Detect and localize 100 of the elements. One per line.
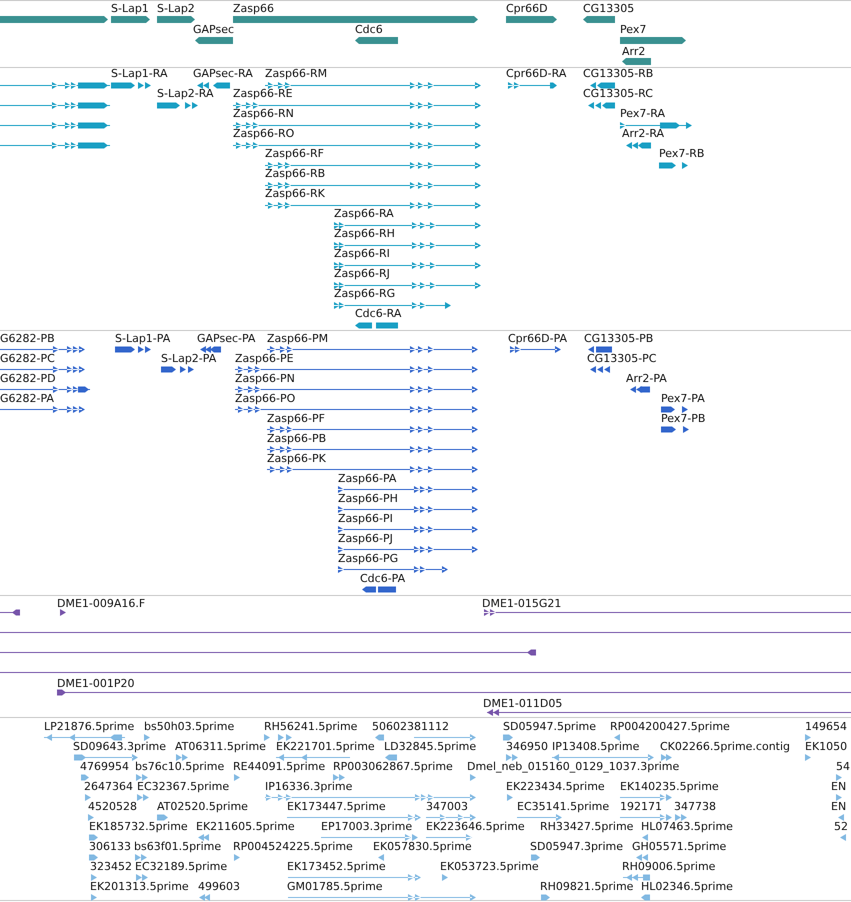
gene-label: Pex7	[620, 24, 646, 35]
est-label: EC32367.5prime	[137, 781, 230, 792]
transcript-label: Zasp66-RE	[233, 88, 293, 99]
transcript-label: CG13305-RC	[583, 88, 653, 99]
protein-label: G6282-PD	[0, 373, 56, 384]
protein-label: Zasp66-PE	[235, 353, 294, 364]
est-label: CK02266.5prime.contig	[660, 741, 790, 752]
est-label: EP17003.3prime	[321, 821, 412, 832]
est-label: EC32189.5prime	[135, 861, 228, 872]
est-label: 323452	[90, 861, 132, 872]
transcript-label: Zasp66-RF	[265, 148, 324, 159]
protein-label: Cdc6-PA	[360, 573, 406, 584]
est-label: EK221701.5prime	[276, 741, 375, 752]
est-label: 4520528	[88, 801, 137, 812]
protein-label: CG13305-PB	[584, 333, 654, 344]
clone-label: DME1-001P20	[57, 678, 135, 689]
transcript-label: Zasp66-RK	[265, 188, 325, 199]
protein-label: Zasp66-PB	[267, 433, 326, 444]
est-label: AT02520.5prime	[157, 801, 248, 812]
est-label: RE44091.5prime	[233, 761, 326, 772]
transcript-label: GAPsec-RA	[193, 68, 253, 79]
est-label: EK140235.5prime	[620, 781, 719, 792]
est-label: IP13408.5prime	[552, 741, 640, 752]
clone-label: DME1-011D05	[483, 698, 562, 709]
est-label: EN	[831, 781, 846, 792]
protein-label: Zasp66-PN	[235, 373, 295, 384]
transcript-label: Zasp66-RM	[265, 68, 328, 79]
gene-label: Arr2	[622, 46, 646, 57]
est-label: EK211605.5prime	[196, 821, 295, 832]
protein-label: Zasp66-PK	[267, 453, 326, 464]
protein-label: Zasp66-PM	[267, 333, 328, 344]
protein-label: G6282-PA	[0, 393, 54, 404]
transcript-label: Zasp66-RG	[334, 288, 396, 299]
gene-label: Cdc6	[355, 24, 383, 35]
protein-label: S-Lap1-PA	[115, 333, 170, 344]
est-label: EK1050	[805, 741, 848, 752]
transcript-label: Zasp66-RO	[233, 128, 294, 139]
gene-label: CG13305	[583, 3, 634, 14]
transcript-label: S-Lap1-RA	[111, 68, 168, 79]
protein-label: Zasp66-PA	[338, 473, 396, 484]
est-label: RH33427.5prime	[540, 821, 634, 832]
est-label: EK223646.5prime	[426, 821, 525, 832]
protein-label: G6282-PB	[0, 333, 55, 344]
transcript-label: Pex7-RA	[620, 108, 666, 119]
transcript-label: Zasp66-RH	[334, 228, 395, 239]
est-label: RP004200427.5prime	[610, 721, 730, 732]
transcript-label: Cpr66D-RA	[506, 68, 566, 79]
protein-label: G6282-PC	[0, 353, 55, 364]
protein-label: Arr2-PA	[626, 373, 667, 384]
est-label: SD05947.5prime	[503, 721, 596, 732]
est-label: 346950	[506, 741, 548, 752]
est-label: EN	[831, 801, 846, 812]
est-label: RP004524225.5prime	[233, 841, 353, 852]
est-label: 54	[836, 761, 850, 772]
transcript-label: Zasp66-RJ	[334, 268, 390, 279]
est-label: EK223434.5prime	[506, 781, 605, 792]
est-label: LD32845.5prime	[384, 741, 476, 752]
protein-label: S-Lap2-PA	[161, 353, 216, 364]
transcript-label: Cdc6-RA	[355, 308, 402, 319]
est-label: 52	[834, 821, 848, 832]
clone-label: DME1-015G21	[482, 598, 562, 609]
protein-label: Pex7-PA	[661, 393, 705, 404]
est-label: 347003	[426, 801, 468, 812]
est-label: EK173452.5prime	[287, 861, 386, 872]
est-label: bs76c10.5prime	[135, 761, 224, 772]
protein-label: Zasp66-PJ	[338, 533, 393, 544]
transcript-label: Zasp66-RI	[334, 248, 390, 259]
transcript-label: Pex7-RB	[659, 148, 704, 159]
transcript-label: CG13305-RB	[583, 68, 654, 79]
est-label: EK053723.5prime	[440, 861, 539, 872]
protein-label: Zasp66-PF	[267, 413, 325, 424]
transcript-label: S-Lap2-RA	[157, 88, 214, 99]
gene-label: S-Lap1	[111, 3, 149, 14]
transcript-label: Zasp66-RB	[265, 168, 326, 179]
gene-label: S-Lap2	[157, 3, 195, 14]
transcript-label: Arr2-RA	[622, 128, 664, 139]
protein-label: CG13305-PC	[587, 353, 656, 364]
est-label: SD05947.3prime	[530, 841, 623, 852]
est-label: LP21876.5prime	[44, 721, 134, 732]
est-label: EK185732.5prime	[89, 821, 188, 832]
est-label: GH05571.5prime	[632, 841, 726, 852]
est-label: 149654	[805, 721, 847, 732]
est-label: RH09821.5prime	[540, 881, 634, 892]
est-label: EC35141.5prime	[517, 801, 610, 812]
est-label: EK057830.5prime	[373, 841, 472, 852]
est-label: EK173447.5prime	[287, 801, 386, 812]
est-label: RP003062867.5prime	[333, 761, 453, 772]
est-label: SD09643.3prime	[73, 741, 166, 752]
protein-label: Pex7-PB	[661, 413, 706, 424]
est-label: EK201313.5prime	[90, 881, 189, 892]
gene-label: Zasp66	[233, 3, 274, 14]
protein-label: GAPsec-PA	[197, 333, 256, 344]
clone-label: DME1-009A16.F	[57, 598, 146, 609]
est-label: 2647364	[84, 781, 133, 792]
est-label: GM01785.5prime	[287, 881, 383, 892]
gene-label: Cpr66D	[506, 3, 548, 14]
est-label: HL07463.5prime	[641, 821, 733, 832]
est-label: 499603	[198, 881, 240, 892]
protein-label: Zasp66-PO	[235, 393, 296, 404]
est-label: RH09006.5prime	[622, 861, 716, 872]
